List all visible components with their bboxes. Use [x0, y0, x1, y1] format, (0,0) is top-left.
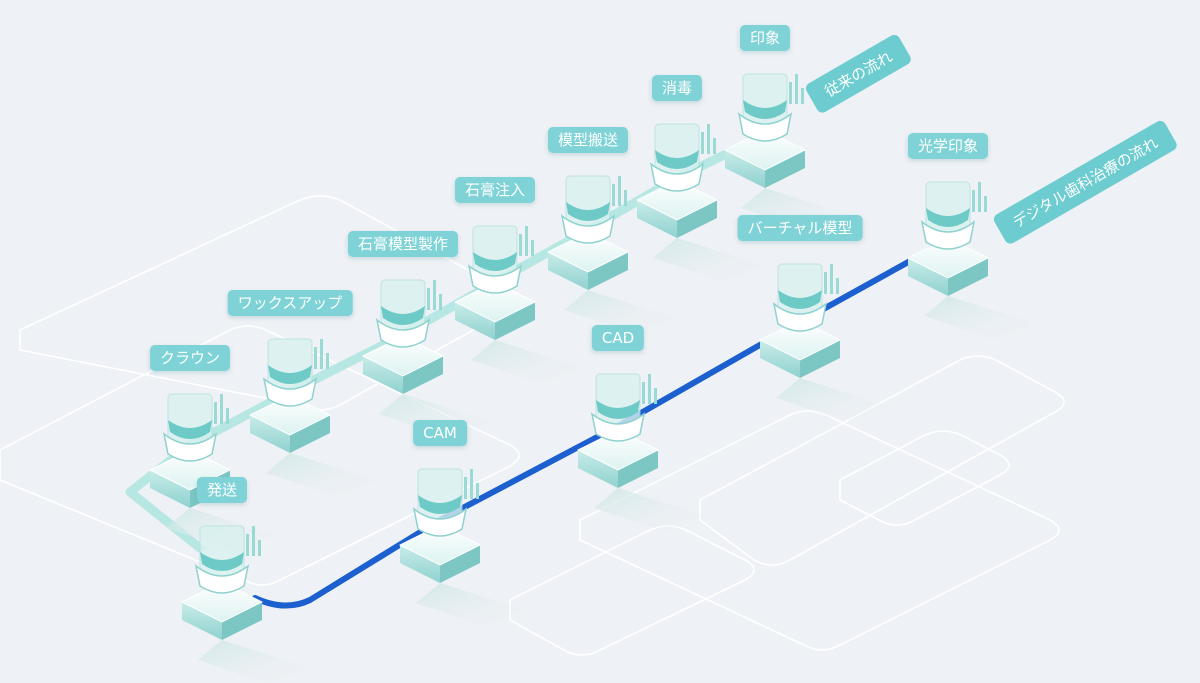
traditional-step-label: 印象 — [739, 25, 791, 51]
optical-scan-icon — [920, 181, 987, 250]
plaster-model-icon — [375, 279, 442, 348]
traditional-step-label: クラウン — [149, 345, 231, 371]
shared-step-label: 発送 — [196, 477, 248, 503]
digital-step-label: CAD — [591, 325, 645, 351]
digital-node — [758, 263, 888, 422]
digital-step-label: 光学印象 — [907, 133, 989, 159]
transport-truck-icon — [560, 175, 627, 244]
cam-milling-tooth-icon — [412, 468, 479, 537]
traditional-node — [546, 175, 676, 334]
crown-tooth-icon — [162, 393, 229, 462]
disinfection-icon — [649, 123, 716, 192]
traditional-node — [635, 123, 765, 282]
digital-step-label: バーチャル模型 — [737, 215, 863, 241]
traditional-step-label: 消毒 — [651, 75, 703, 101]
shared-node — [180, 525, 310, 683]
impression-tray-icon — [737, 73, 804, 142]
digital-node — [398, 468, 528, 627]
digital-path — [252, 237, 951, 609]
traditional-node — [453, 225, 583, 384]
traditional-node — [248, 338, 378, 497]
digital-node — [906, 181, 1036, 340]
traditional-step-label: 模型搬送 — [547, 127, 629, 153]
plaster-pour-icon — [467, 225, 534, 294]
traditional-step-label: ワックスアップ — [227, 290, 353, 316]
traditional-step-label: 石膏注入 — [454, 177, 536, 203]
digital-step-label: CAM — [413, 420, 467, 446]
traditional-step-label: 石膏模型製作 — [347, 231, 459, 257]
ambulance-shipping-icon — [194, 525, 261, 594]
virtual-model-icon — [772, 263, 839, 332]
cad-wireframe-tooth-icon — [590, 373, 657, 442]
wax-up-icon — [262, 338, 329, 407]
digital-node — [576, 373, 706, 532]
